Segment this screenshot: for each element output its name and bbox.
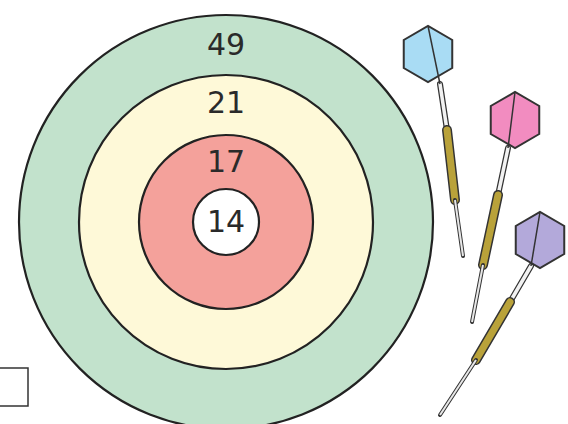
target-ring: 49211714 bbox=[18, 14, 434, 424]
dart bbox=[472, 92, 539, 322]
target-ring: 14 bbox=[192, 188, 260, 256]
score-number: 49 bbox=[18, 30, 434, 60]
score-number: 14 bbox=[192, 207, 260, 237]
score-number: 21 bbox=[78, 88, 374, 118]
score-number: 17 bbox=[138, 147, 314, 177]
cut-off-box bbox=[0, 368, 28, 406]
dart bbox=[440, 212, 564, 415]
target-ring: 1714 bbox=[138, 134, 314, 310]
target-ring: 211714 bbox=[78, 74, 374, 370]
